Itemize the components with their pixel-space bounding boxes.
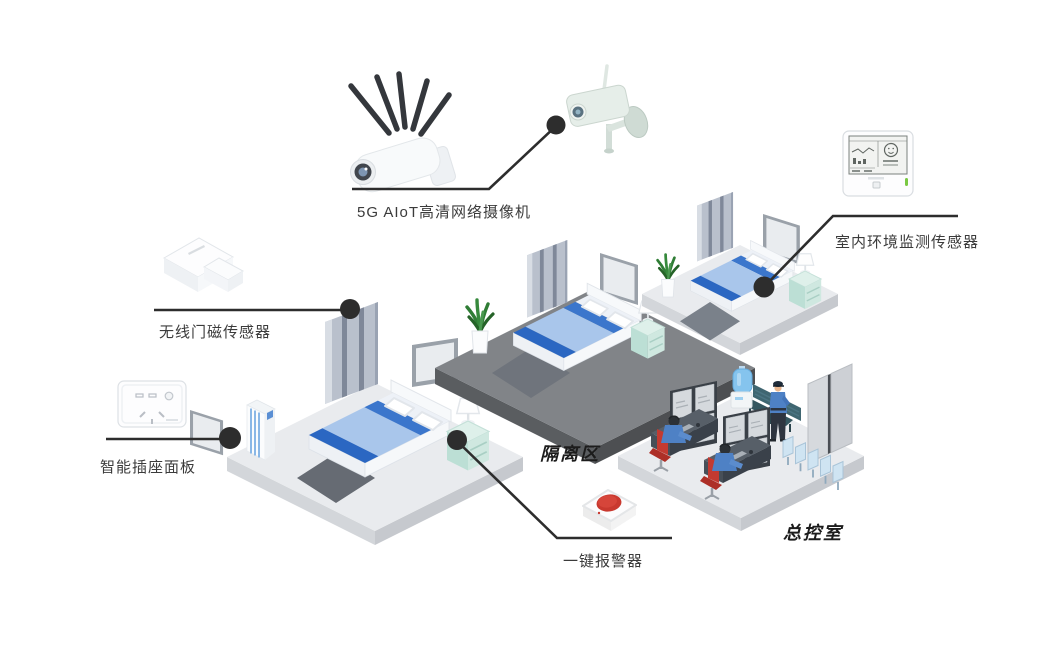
floor-side	[227, 457, 375, 545]
room-control	[618, 363, 864, 531]
callout-lines	[106, 125, 958, 540]
callout-line-alarm	[456, 440, 672, 540]
label-5g-camera: 5G AIoT高清网络摄像机	[357, 204, 532, 221]
device-door-sensor-illustration	[162, 237, 245, 292]
callout-dots	[219, 115, 775, 450]
room-bedroom-right	[642, 192, 838, 355]
callout-dot-env-sensor	[753, 276, 775, 298]
device-alarm-button-illustration	[582, 489, 637, 531]
callout-dot-alarm	[447, 430, 467, 450]
control-door-illustration	[807, 363, 853, 464]
wall-frame-illustration	[190, 410, 224, 456]
label-isolation-area: 隔离区	[540, 444, 600, 464]
callout-line-env-sensor	[763, 214, 958, 288]
floor-side	[375, 457, 523, 545]
scene-camera-illustration	[566, 64, 649, 154]
label-control-room: 总控室	[783, 523, 843, 543]
callout-line-camera	[352, 125, 557, 191]
label-door-sensor: 无线门磁传感器	[159, 324, 272, 341]
device-env-sensor-illustration	[842, 130, 914, 197]
callout-dot-camera	[546, 115, 566, 135]
floor-side	[435, 368, 595, 464]
door-illustration	[697, 192, 734, 262]
label-smart-socket: 智能插座面板	[100, 459, 197, 476]
air-purifier-illustration	[246, 399, 276, 461]
device-smart-socket-illustration	[117, 380, 187, 428]
callout-dot-door-sensor	[340, 299, 360, 319]
floor-side	[618, 456, 741, 531]
label-alarm: 一键报警器	[563, 553, 644, 570]
water-cooler-illustration	[730, 366, 753, 409]
label-env-sensor: 室内环境监测传感器	[835, 234, 980, 251]
room-bedroom-left	[190, 302, 523, 545]
floor-side	[740, 294, 838, 355]
callout-dot-smart-socket	[219, 427, 241, 449]
device-5g-camera-illustration	[348, 71, 456, 193]
guard-illustration	[769, 381, 790, 442]
